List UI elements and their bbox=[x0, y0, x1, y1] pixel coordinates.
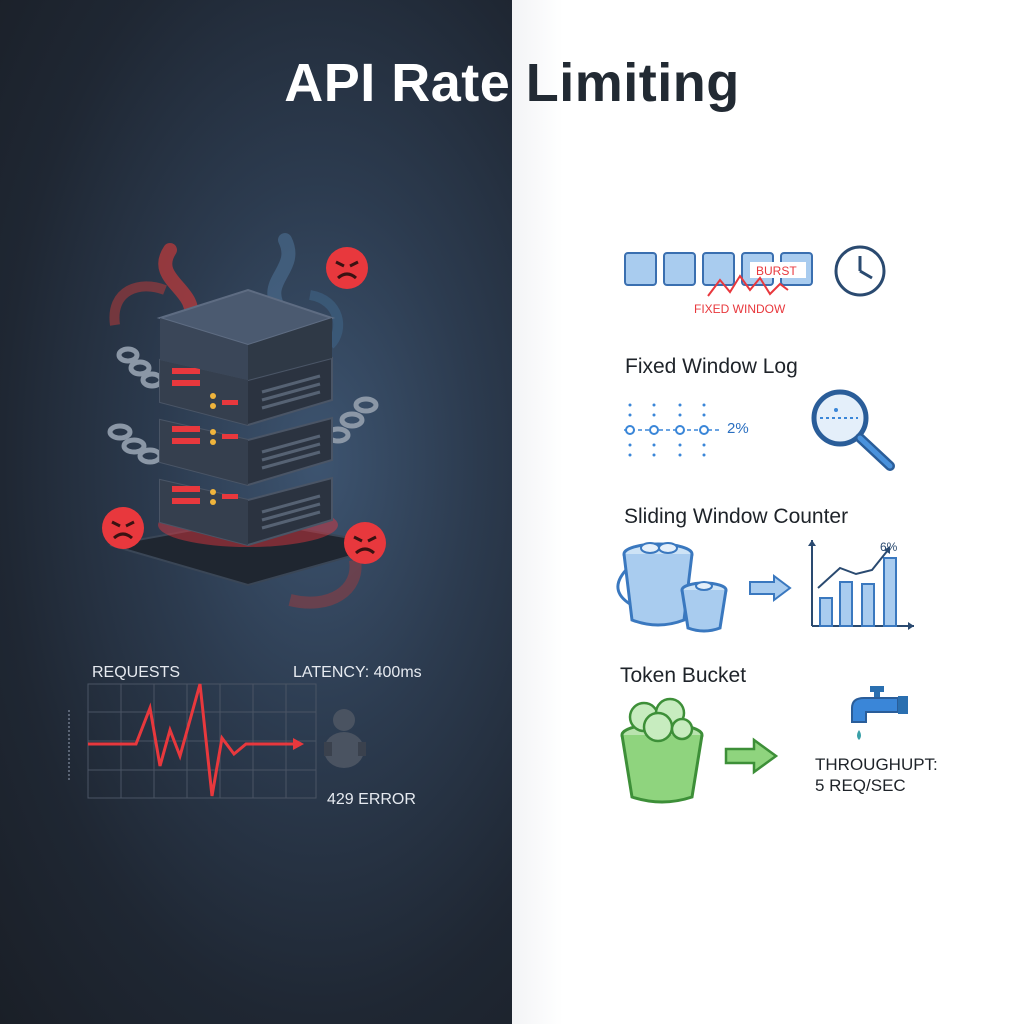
overloaded-server-illustration bbox=[102, 233, 391, 609]
angry-face-icon bbox=[102, 507, 144, 549]
bucket-icon bbox=[616, 542, 728, 633]
burst-label: BURST bbox=[756, 264, 797, 278]
token-bucket-icon bbox=[620, 697, 704, 804]
error-label: 429 ERROR bbox=[327, 791, 416, 808]
user-blocked-icon bbox=[324, 709, 366, 768]
fixed-window-log-heading: Fixed Window Log bbox=[625, 355, 798, 378]
fixed-window-log-percent: 2% bbox=[727, 420, 749, 437]
throughput-line2: 5 REQ/SEC bbox=[815, 776, 906, 795]
heartbeat-chart-icon bbox=[87, 683, 317, 799]
server-platform bbox=[109, 518, 391, 587]
log-timeline-icon bbox=[624, 403, 720, 457]
sliding-window-counter-heading: Sliding Window Counter bbox=[624, 505, 849, 528]
fixed-window-icon bbox=[624, 252, 813, 297]
arrow-right-icon bbox=[749, 574, 792, 602]
token-bucket-heading: Token Bucket bbox=[620, 664, 747, 687]
angry-face-icon bbox=[326, 247, 368, 289]
angry-face-icon bbox=[344, 522, 386, 564]
bottom-loop-arrow-icon bbox=[288, 559, 362, 609]
fixed-window-label: FIXED WINDOW bbox=[694, 302, 786, 316]
title-part-left: API Rate bbox=[284, 53, 526, 113]
clock-icon bbox=[834, 245, 886, 297]
server-stack-icon bbox=[156, 288, 336, 547]
arrow-right-icon bbox=[724, 737, 779, 775]
magnifier-icon bbox=[811, 389, 895, 471]
throughput-line1: THROUGHUPT: bbox=[815, 755, 938, 774]
sliding-window-counter-percent: 6% bbox=[880, 540, 898, 554]
latency-label: LATENCY: 400ms bbox=[293, 664, 422, 681]
coin-icon bbox=[628, 697, 694, 743]
red-loop-arrow-icon bbox=[109, 281, 167, 326]
blue-loop-arrow-icon bbox=[308, 290, 344, 349]
requests-label: REQUESTS bbox=[92, 664, 181, 681]
axis-scribble bbox=[68, 710, 80, 780]
faucet-icon bbox=[851, 686, 908, 740]
page-title: API Rate Limiting bbox=[0, 52, 1024, 114]
bar-chart-icon bbox=[808, 540, 914, 630]
title-part-right: Limiting bbox=[525, 53, 740, 113]
right-panel bbox=[512, 0, 1024, 1024]
